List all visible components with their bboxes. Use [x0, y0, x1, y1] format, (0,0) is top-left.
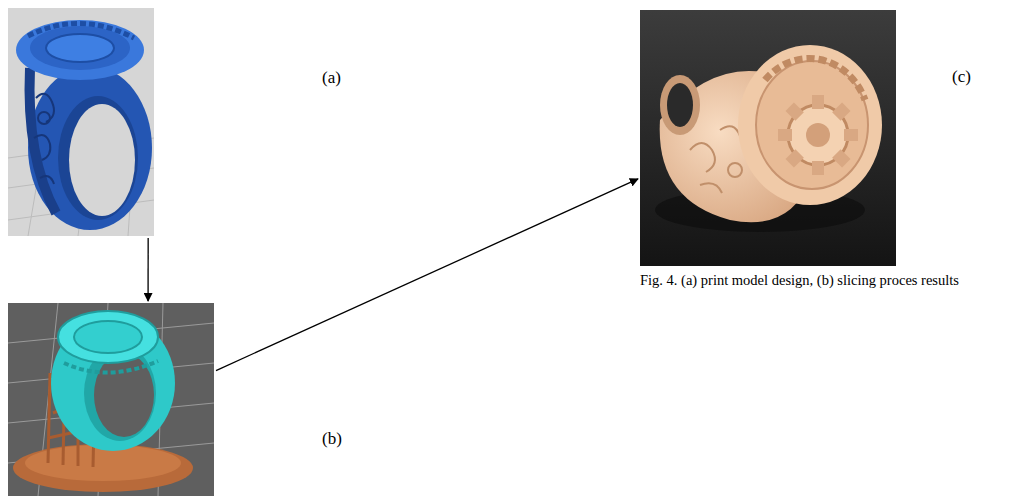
printed-ring-photo [640, 10, 896, 266]
figure-caption: Fig. 4. (a) print model design, (b) slic… [640, 271, 1004, 291]
ring-model-render [8, 8, 154, 236]
figure-panel: (a) [8, 8, 154, 236]
figure-panel: (c) [640, 10, 896, 266]
figure-panel: (b) [8, 303, 214, 496]
panel-label: (a) [322, 68, 341, 88]
panel-label: (b) [322, 429, 342, 449]
flow-arrow [216, 179, 638, 371]
panel-label: (c) [952, 67, 971, 87]
slicer-preview [8, 303, 214, 496]
flow-arrow [147, 238, 148, 301]
